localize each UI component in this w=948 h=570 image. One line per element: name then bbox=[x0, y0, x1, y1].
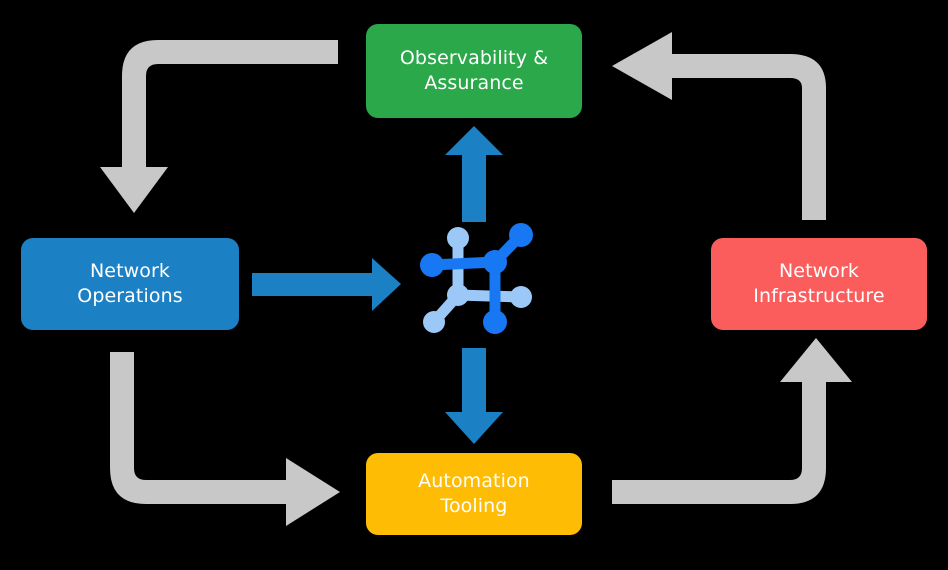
node-label-automation: Automation Tooling bbox=[418, 469, 530, 517]
node-box-automation[interactable]: Automation Tooling bbox=[366, 453, 582, 535]
node-label-observability: Observability & Assurance bbox=[399, 46, 549, 94]
arrow-operations-to-center bbox=[252, 258, 401, 311]
node-label-operations: Network Operations bbox=[77, 259, 183, 307]
network-topology-icon bbox=[420, 223, 533, 334]
arrow-center-to-automation bbox=[445, 348, 503, 444]
arrow-automation-to-infrastructure bbox=[612, 338, 852, 504]
network-icon-nodes bbox=[420, 223, 533, 334]
node-box-observability[interactable]: Observability & Assurance bbox=[366, 24, 582, 118]
network-icon-links bbox=[426, 229, 527, 328]
node-box-operations[interactable]: Network Operations bbox=[21, 238, 239, 330]
arrow-observability-to-operations bbox=[100, 40, 338, 213]
arrow-infrastructure-to-observability bbox=[612, 32, 826, 220]
arrow-operations-to-automation bbox=[110, 352, 340, 526]
arrow-center-to-observability bbox=[445, 126, 503, 222]
node-box-infrastructure[interactable]: Network Infrastructure bbox=[711, 238, 927, 330]
node-label-infrastructure: Network Infrastructure bbox=[753, 259, 885, 307]
